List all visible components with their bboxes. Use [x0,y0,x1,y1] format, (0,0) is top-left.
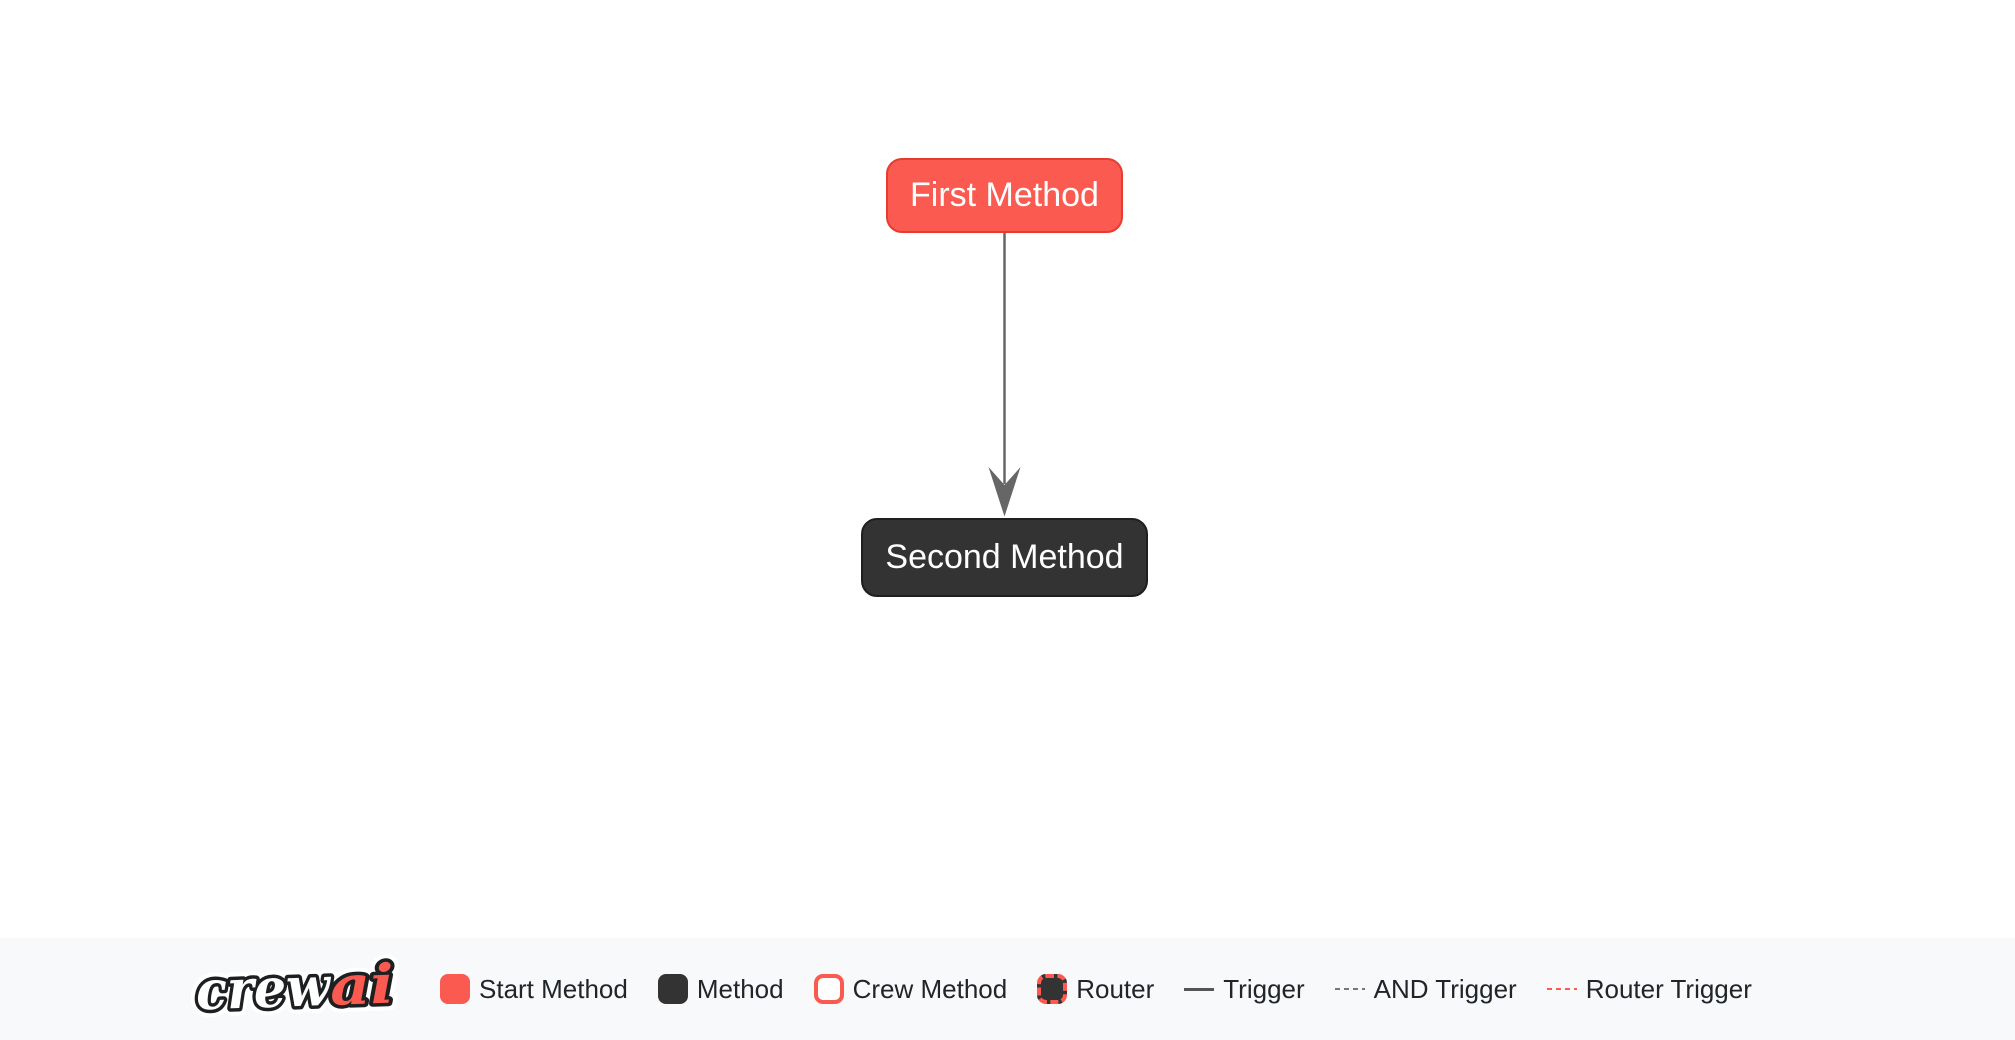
node-label: First Method [910,176,1099,215]
legend-label: Router [1076,973,1155,1004]
logo-ai-outline: ai [329,953,395,1018]
crew-method-swatch-icon [813,974,844,1004]
legend-item-method: Method [657,973,784,1005]
trigger-line-icon [1184,987,1215,991]
and-trigger-line-icon [1334,988,1365,990]
legend-item-trigger: Trigger [1184,973,1305,1005]
legend-label: Method [696,973,784,1004]
legend-item-router-trigger: Router Trigger [1546,973,1752,1005]
legend-label: AND Trigger [1373,973,1517,1004]
node-second-method[interactable]: Second Method [861,518,1148,597]
logo-ai-text: ai [329,953,395,1018]
start-method-swatch-icon [440,974,470,1004]
legend-label: Router Trigger [1585,973,1752,1004]
trigger-edge [988,233,1021,517]
legend-item-start-method: Start Method [440,974,628,1005]
router-trigger-line-icon [1546,988,1577,990]
node-first-method[interactable]: First Method [886,158,1123,233]
legend-item-router: Router [1037,974,1154,1005]
legend-item-crew-method: Crew Method [813,973,1008,1005]
router-swatch-icon [1037,974,1068,1004]
legend-label: Trigger [1223,973,1305,1004]
method-swatch-icon [657,974,688,1004]
node-label: Second Method [885,538,1124,577]
legend-bar: crew ai crew ai Start Method Method Crew… [0,938,2015,1040]
legend-item-and-trigger: AND Trigger [1334,973,1517,1005]
legend-label: Crew Method [852,973,1008,1004]
legend: Start Method Method Crew Method Router T… [440,974,1752,1005]
logo-crew-outline: crew [195,954,334,1023]
flow-canvas[interactable]: First Method Second Method [0,0,2015,938]
logo-crew-text: crew [195,954,334,1023]
edge-layer [988,233,1021,517]
arrowhead-icon [988,467,1021,517]
legend-label: Start Method [479,973,628,1004]
crewai-logo: crew ai crew ai [190,953,402,1025]
